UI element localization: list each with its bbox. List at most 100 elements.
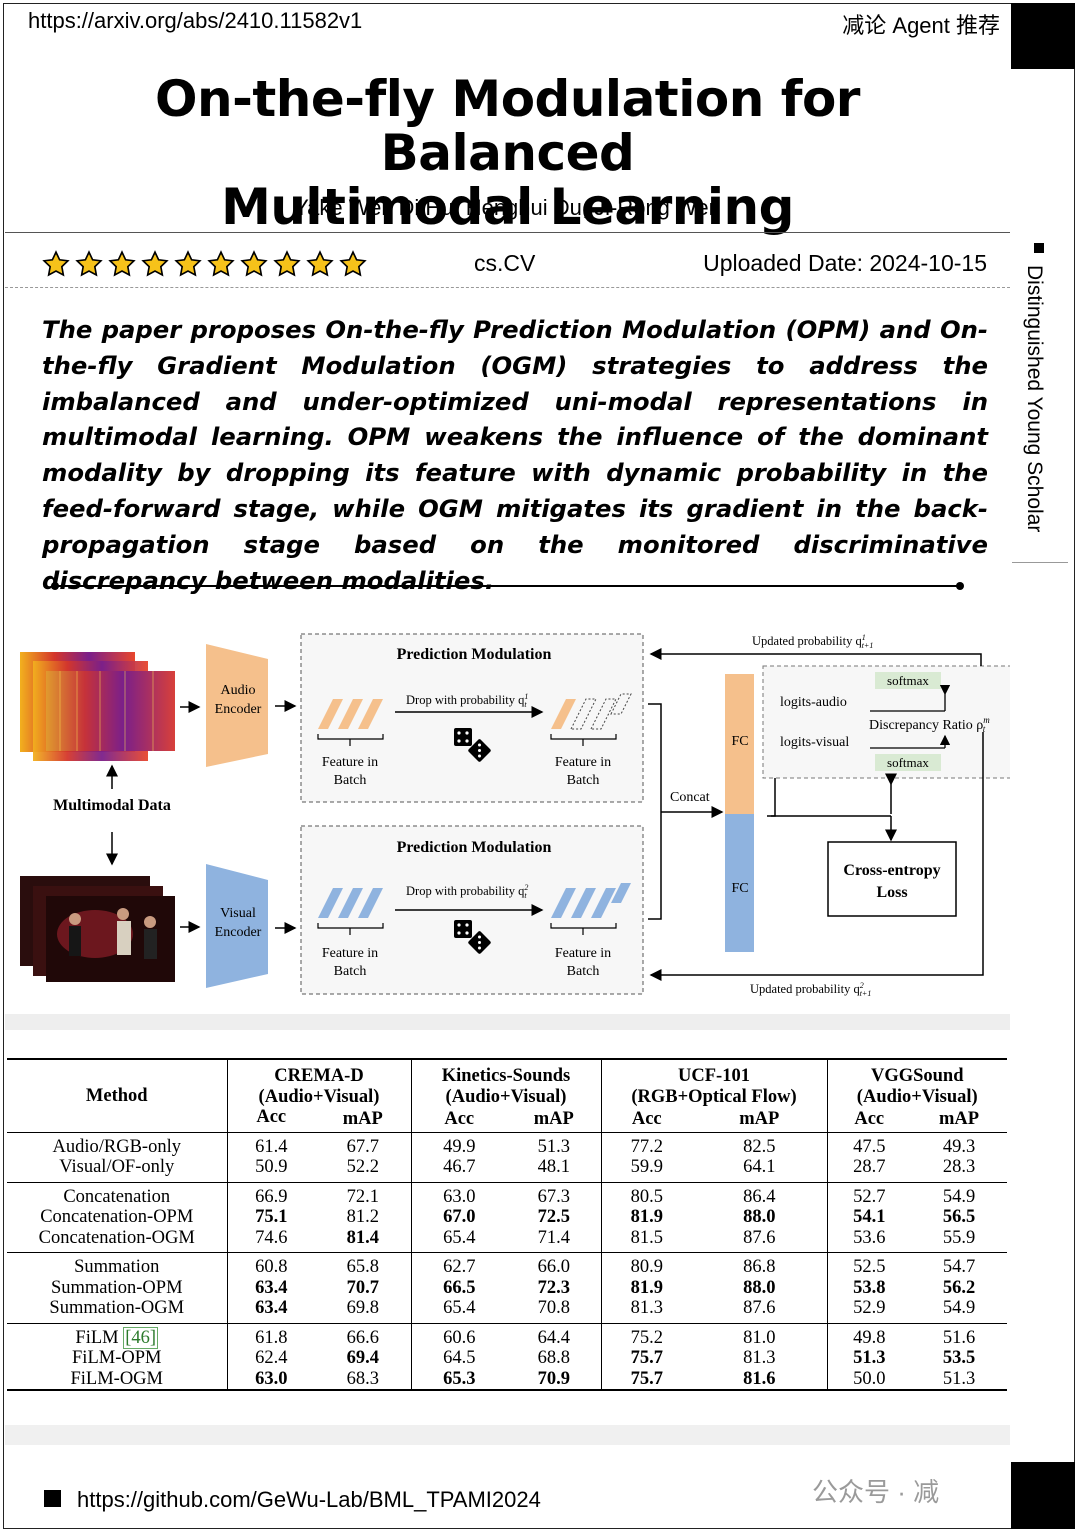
rule-dot-right [956, 582, 964, 590]
audio-encoder [206, 644, 268, 767]
value-cell: 63.0 [227, 1368, 315, 1391]
side-band [1012, 232, 1068, 562]
value-cell: 81.2 [315, 1207, 412, 1228]
value-cell: 69.8 [315, 1298, 412, 1324]
results-table: Method CREMA-D Kinetics-Sounds UCF-101 V… [7, 1058, 1007, 1391]
value-cell: 75.1 [255, 1207, 288, 1227]
value-cell: 75.7 [601, 1368, 692, 1391]
value-cell: 80.5 [630, 1186, 663, 1207]
value-cell: 71.4 [507, 1227, 602, 1253]
value-cell: 81.0 [692, 1323, 828, 1348]
value-cell: 52.9 [827, 1298, 911, 1324]
feature-batch-label: Feature in [322, 946, 378, 961]
dataset-header: UCF-101 [601, 1059, 828, 1087]
value-cell: 54.9 [942, 1186, 976, 1207]
value-cell: 68.8 [507, 1348, 602, 1369]
value-cell: 55.9 [911, 1227, 1007, 1253]
value-cell: 64.5 [443, 1348, 476, 1368]
method-cell: Concatenation [7, 1182, 228, 1207]
value-cell: 86.8 [692, 1252, 828, 1278]
footer-square-icon [44, 1490, 61, 1507]
visual-encoder [206, 864, 268, 988]
value-cell: 54.7 [942, 1257, 976, 1277]
value-cell: 80.9 [630, 1257, 663, 1277]
value-cell: 66.0 [507, 1252, 602, 1278]
dataset-header: CREMA-D [227, 1059, 412, 1087]
method-cell: Concatenation-OPM [7, 1207, 228, 1228]
cross-entropy-loss-box [827, 841, 957, 917]
value-cell: 53.6 [827, 1227, 911, 1253]
page-frame [3, 3, 1075, 1529]
metric-header: mAP [938, 1109, 980, 1129]
method-cell: Summation-OGM [7, 1298, 228, 1324]
star-icon [339, 250, 367, 277]
value-cell: 63.4 [255, 1277, 288, 1298]
dataset-modality: (RGB+Optical Flow) [601, 1086, 828, 1107]
value-cell: 64.4 [507, 1323, 602, 1348]
value-cell: 62.7 [443, 1257, 476, 1277]
value-cell: 60.6 [443, 1327, 476, 1348]
audio-feature-bars [318, 699, 383, 729]
logits-visual-label: logits-visual [780, 735, 849, 750]
dataset-modality: (Audio+Visual) [411, 1086, 602, 1107]
value-cell: 54.9 [911, 1298, 1007, 1324]
paper-summary: The paper proposes On-the-fly Prediction… [42, 315, 988, 595]
value-cell: 70.8 [507, 1298, 602, 1324]
citation-link[interactable]: [46] [123, 1326, 159, 1349]
method-cell: Visual/OF-only [7, 1157, 228, 1183]
figure-shadow [5, 1014, 1010, 1030]
feature-batch-label: Batch [334, 964, 367, 979]
metric-header: Acc [444, 1109, 475, 1129]
value-cell: 67.3 [507, 1182, 602, 1207]
audio-feature-bars-dropped [551, 693, 632, 730]
star-icon [207, 250, 235, 277]
value-cell: 47.5 [853, 1136, 886, 1157]
side-label: Distinguished Young Scholar [1023, 265, 1046, 533]
audio-encoder-label-2: Encoder [215, 702, 262, 717]
method-header: Method [7, 1059, 228, 1132]
value-cell: 63.4 [227, 1298, 315, 1324]
multimodal-data-label: Multimodal Data [53, 797, 171, 814]
fc-audio [725, 674, 754, 814]
fc-label-audio: FC [731, 734, 748, 749]
fc-label-visual: FC [731, 881, 748, 896]
corner-block-bottom [1011, 1462, 1075, 1529]
loss-label-2: Loss [876, 884, 907, 901]
visual-feature-bars [318, 888, 383, 918]
value-cell: 56.2 [942, 1277, 976, 1298]
arxiv-url[interactable]: https://arxiv.org/abs/2410.11582v1 [28, 8, 363, 33]
star-icon [42, 250, 70, 277]
value-cell: 28.7 [827, 1157, 911, 1183]
star-icon [108, 250, 136, 277]
value-cell: 51.6 [942, 1327, 976, 1348]
value-cell: 67.0 [443, 1207, 476, 1227]
feature-batch-label: Batch [334, 773, 367, 788]
value-cell: 46.7 [411, 1157, 507, 1183]
dataset-header: Kinetics-Sounds [411, 1059, 602, 1087]
dice-icon [454, 728, 491, 762]
value-cell: 67.7 [315, 1132, 412, 1157]
value-cell: 53.8 [853, 1277, 886, 1298]
value-cell: 81.9 [630, 1207, 663, 1227]
visual-feature-bars-dropped [551, 883, 631, 918]
value-cell: 56.5 [942, 1207, 976, 1227]
github-link[interactable]: https://github.com/GeWu-Lab/BML_TPAMI202… [77, 1487, 541, 1512]
pred-mod-title-visual: Prediction Modulation [397, 839, 552, 856]
value-cell: 65.8 [315, 1252, 412, 1278]
method-cell: Summation [7, 1252, 228, 1278]
method-cell: Audio/RGB-only [7, 1132, 228, 1157]
corner-block-top [1011, 3, 1075, 69]
paper-title: On-the-fly Modulation for Balanced Multi… [20, 72, 995, 234]
value-cell: 52.2 [315, 1157, 412, 1183]
feature-batch-label: Feature in [322, 755, 378, 770]
value-cell: 61.4 [255, 1136, 288, 1157]
star-icon [141, 250, 169, 277]
value-cell: 81.5 [601, 1227, 692, 1253]
fc-visual [725, 814, 754, 952]
